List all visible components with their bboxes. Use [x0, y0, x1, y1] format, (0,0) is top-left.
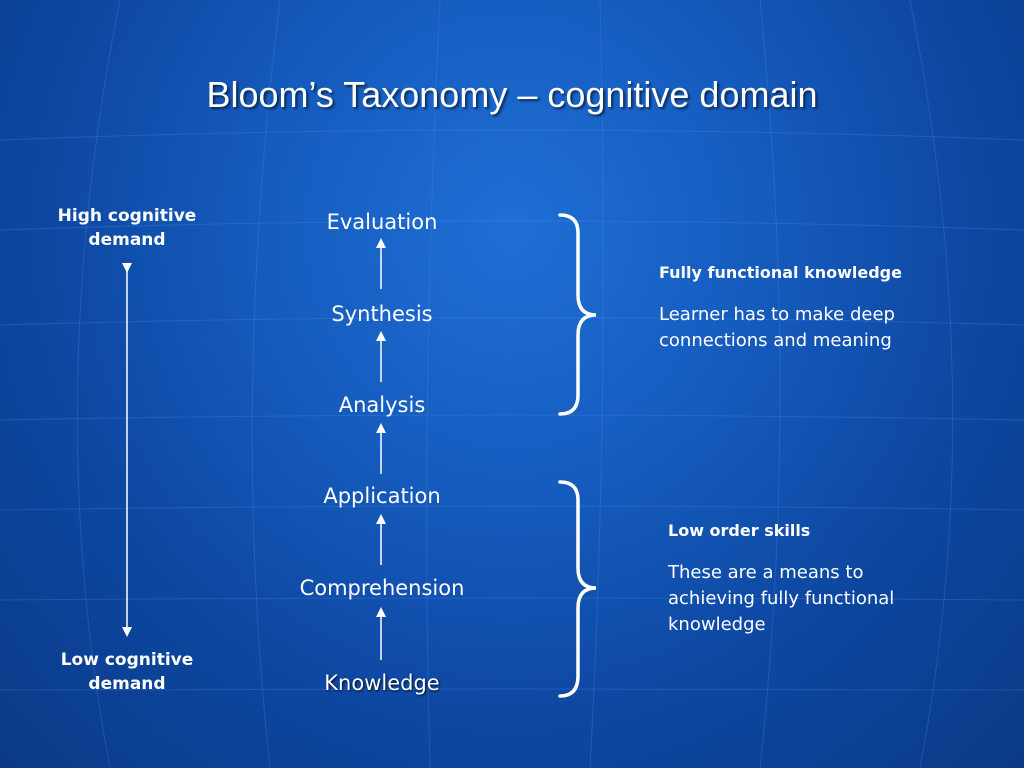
low-demand-label-line2: demand	[88, 674, 166, 694]
upper-group-text: Fully functional knowledge Learner has t…	[659, 262, 902, 354]
lower-group-desc-line3: knowledge	[668, 614, 766, 635]
low-demand-label: Low cognitive demand	[42, 648, 212, 696]
level-synthesis: Synthesis	[331, 302, 433, 326]
slide-title: Bloom’s Taxonomy – cognitive domain	[206, 74, 818, 115]
lower-group-desc-line2: achieving fully functional	[668, 588, 895, 609]
upper-group-heading: Fully functional knowledge	[659, 263, 902, 282]
level-application: Application	[323, 484, 441, 508]
high-demand-label-line2: demand	[88, 230, 166, 250]
level-evaluation: Evaluation	[326, 210, 438, 234]
high-demand-label-line1: High cognitive	[57, 206, 197, 226]
upper-brace-icon	[558, 213, 597, 416]
upper-group-desc-line2: connections and meaning	[659, 330, 892, 351]
level-analysis: Analysis	[338, 393, 426, 417]
upper-group-desc-line1: Learner has to make deep	[659, 304, 895, 325]
level-comprehension: Comprehension	[299, 576, 465, 600]
lower-group-heading: Low order skills	[668, 521, 811, 540]
lower-group-text: Low order skills These are a means to ac…	[668, 520, 894, 638]
low-demand-label-line1: Low cognitive	[60, 650, 194, 670]
level-knowledge: Knowledge	[324, 671, 440, 695]
lower-group-desc-line1: These are a means to	[668, 562, 864, 583]
lower-brace-icon	[558, 480, 597, 698]
high-demand-label: High cognitive demand	[42, 204, 212, 252]
